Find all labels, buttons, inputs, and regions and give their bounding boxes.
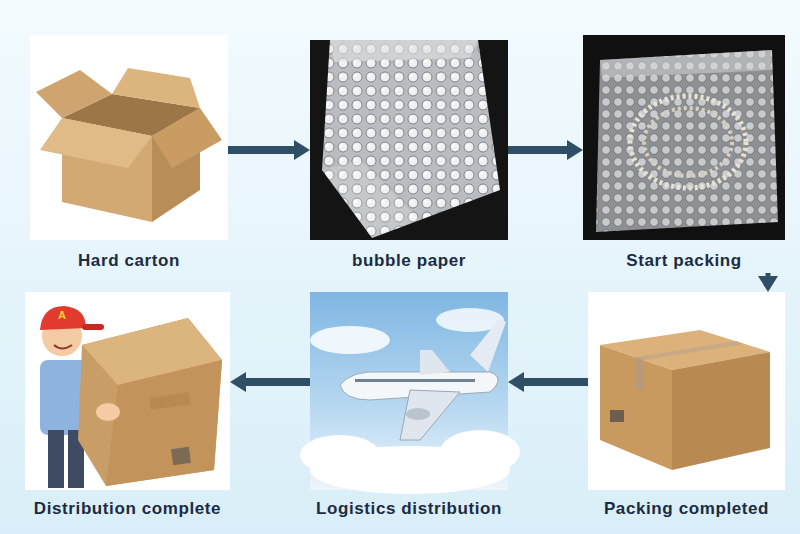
arrow-head (294, 140, 310, 160)
step-panel: Start packing (583, 35, 785, 273)
step-panel: Hard carton (30, 35, 228, 273)
step-panel: Packing completed (588, 292, 785, 521)
arrow-head (567, 140, 583, 160)
arrow-shaft (244, 378, 310, 386)
step-panel: bubble paper (310, 40, 508, 273)
arrow-head (758, 276, 778, 292)
step-caption: Logistics distribution (316, 499, 502, 519)
open-carton-picture (30, 35, 228, 240)
cap-logo-letter: A (58, 309, 66, 321)
step-caption: Hard carton (78, 251, 180, 271)
flow-arrow (230, 372, 310, 392)
arrow-shaft (522, 378, 588, 386)
step-caption: Packing completed (604, 499, 769, 519)
step-caption: Start packing (626, 251, 742, 271)
step-caption: Distribution complete (34, 499, 221, 519)
arrow-head (508, 372, 524, 392)
step-panel: Logistics distribution (310, 292, 508, 521)
airplane-picture (300, 292, 520, 494)
arrow-shaft (228, 146, 296, 154)
step-panel: Distribution complete (25, 292, 230, 521)
flow-arrow (508, 140, 583, 160)
bubble-wrap-picture (310, 40, 508, 240)
flow-arrow (758, 273, 778, 292)
flow-arrow (508, 372, 588, 392)
arrow-head (230, 372, 246, 392)
bubble-bag-picture (583, 35, 785, 240)
courier-picture (25, 292, 230, 490)
flow-arrow (228, 140, 310, 160)
closed-carton-picture (588, 292, 785, 490)
step-caption: bubble paper (352, 251, 466, 271)
arrow-shaft (508, 146, 569, 154)
